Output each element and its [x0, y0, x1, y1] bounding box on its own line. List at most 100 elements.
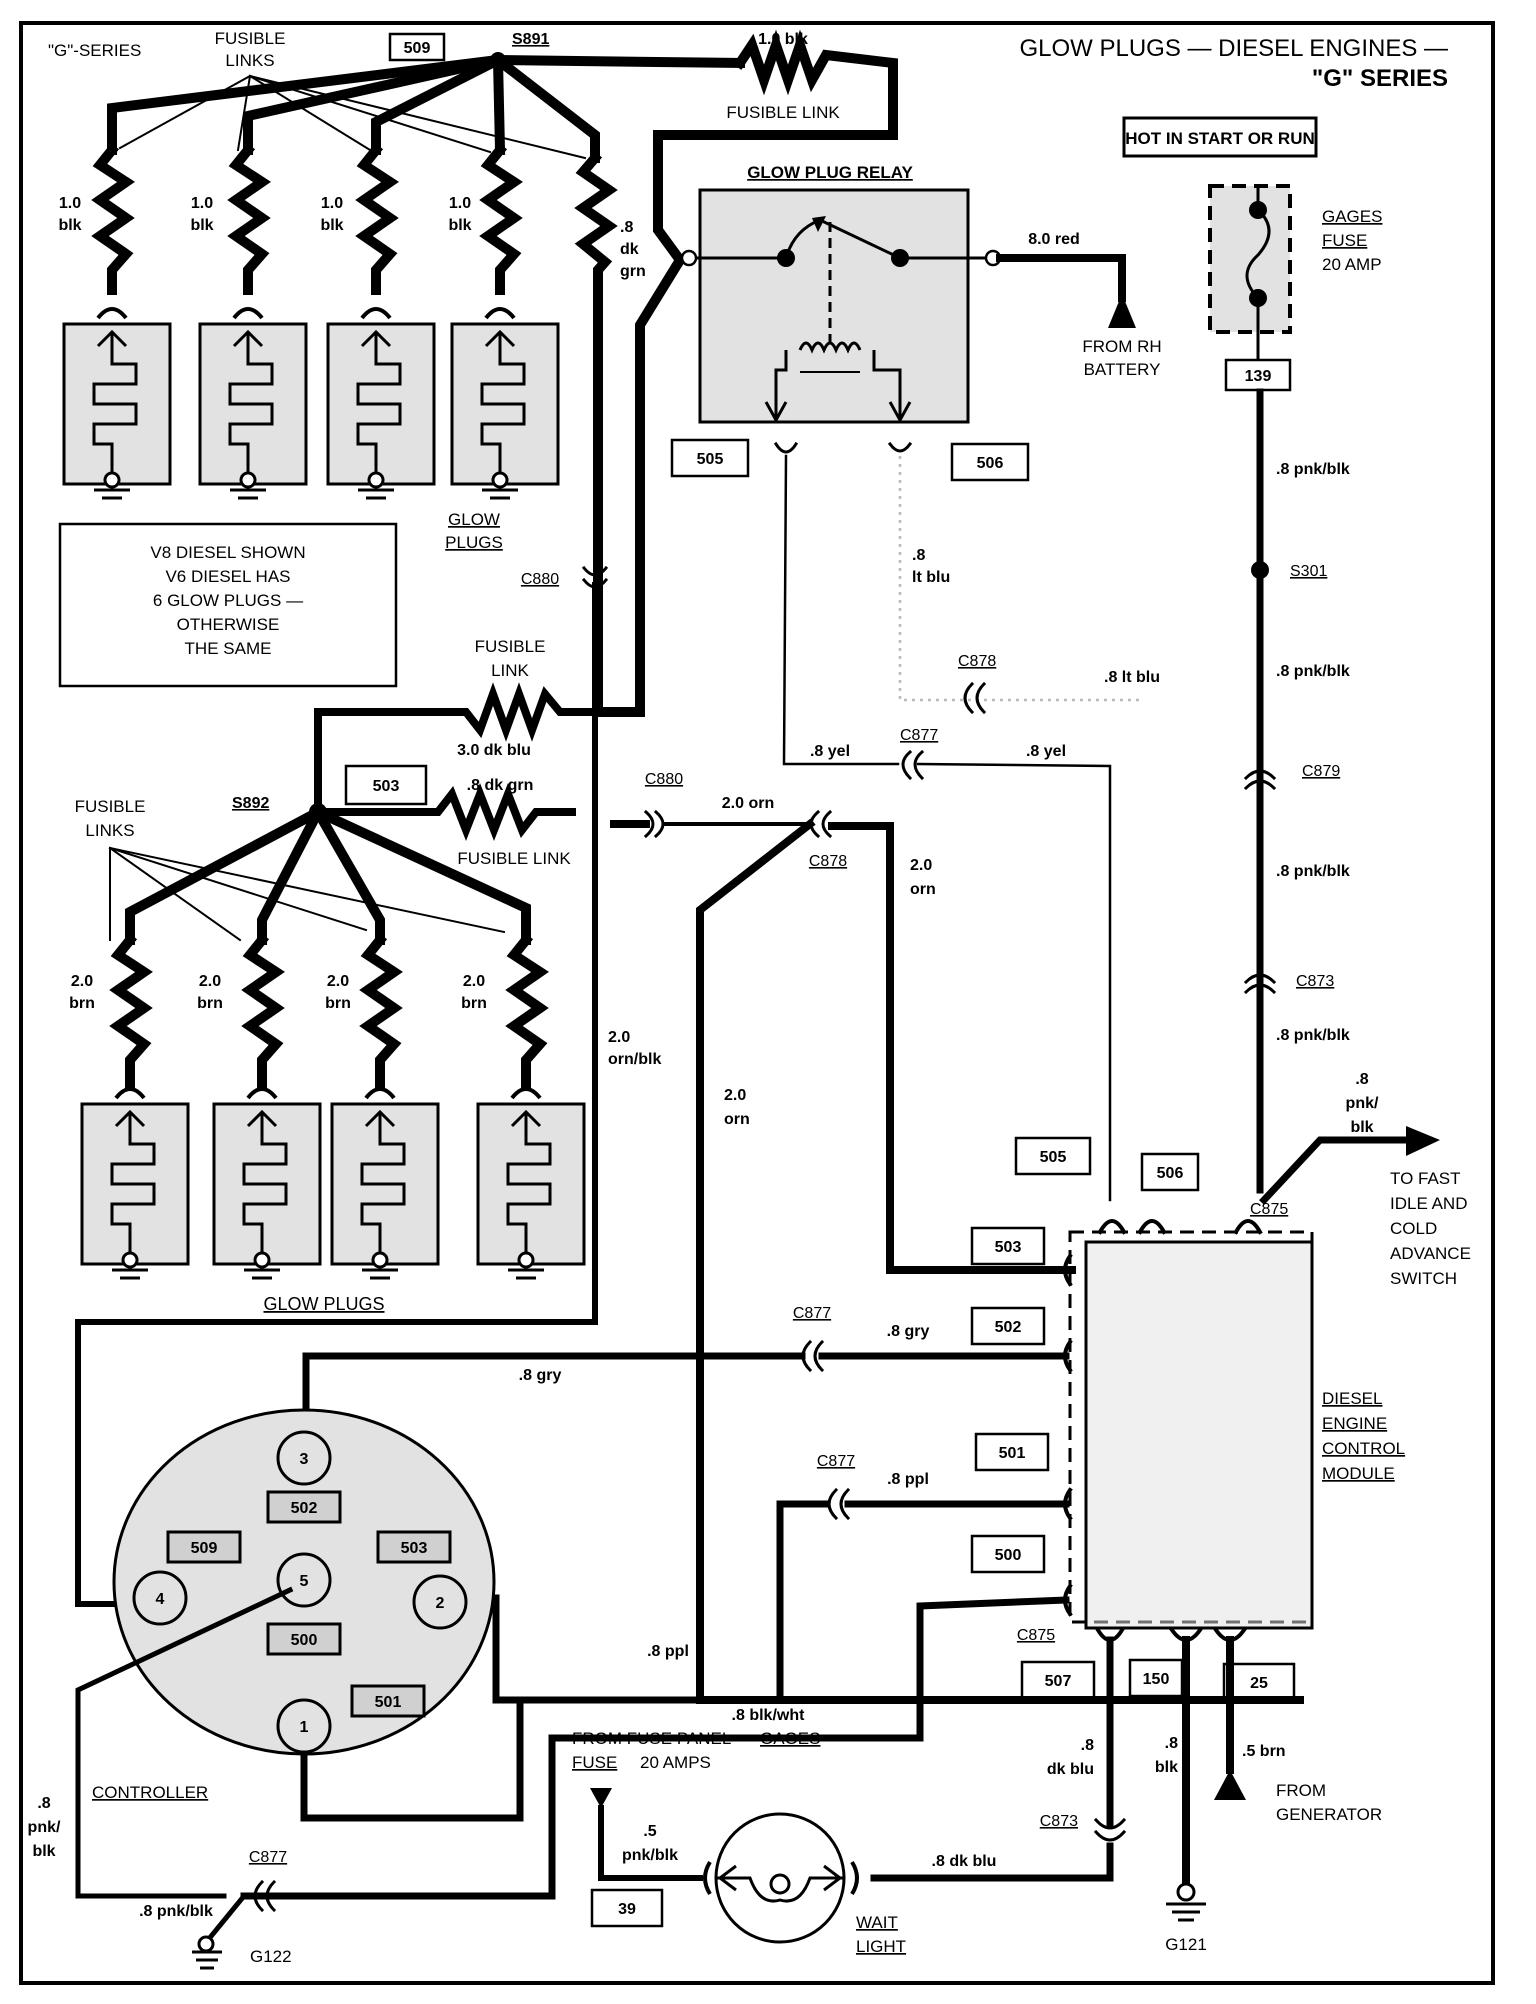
hot-in-start-run-box: HOT IN START OR RUN: [1122, 116, 1318, 158]
gages-fuse-label-2: FUSE: [1322, 231, 1367, 250]
note-box: V8 DIESEL SHOWN V6 DIESEL HAS 6 GLOW PLU…: [58, 522, 398, 688]
s891-branches: [107, 52, 746, 163]
wire-2-orn-label-b: 2.0: [910, 857, 932, 874]
svg-text:503: 503: [995, 1239, 1022, 1256]
svg-text:503: 503: [373, 778, 400, 795]
circuit-506-box-b: 506: [1140, 1152, 1200, 1192]
glow-plug: [326, 307, 436, 500]
svg-text:SWITCH: SWITCH: [1390, 1269, 1457, 1288]
svg-text:blk: blk: [190, 217, 213, 234]
circuit-502-box: 502: [970, 1306, 1046, 1346]
fusible-link-label-mid: FUSIBLE: [475, 637, 546, 656]
connector-c879: [1243, 769, 1277, 791]
glow-plug: [476, 1087, 586, 1280]
svg-text:1.0: 1.0: [321, 195, 343, 212]
pin-number: 5: [300, 1573, 309, 1590]
wire-pnk-blk-ctrl: [75, 1586, 294, 1899]
fusible-link-label-mid-2: LINK: [491, 661, 529, 680]
from-rh-battery: FROM RH: [1082, 337, 1161, 356]
generator-source-arrow: [1214, 1770, 1246, 1800]
svg-text:blk: blk: [1155, 1759, 1178, 1776]
svg-text:505: 505: [697, 451, 724, 468]
svg-text:.8: .8: [620, 219, 633, 236]
ground-g122-label: G122: [250, 1947, 292, 1966]
circuit-150-box: 150: [1128, 1658, 1184, 1698]
top-glow-plugs: [62, 307, 560, 500]
wire-orn-blk: [75, 582, 598, 1607]
arrow-to-fast-idle: [1406, 1126, 1440, 1156]
glow-plug: [212, 1087, 322, 1280]
wire-pnk-blk-g122-label: .8 pnk/blk: [139, 1903, 213, 1920]
svg-text:139: 139: [1245, 368, 1272, 385]
from-fuse-panel-label: FROM FUSE PANEL: [572, 1729, 731, 1748]
circuit-505-box-b: 505: [1014, 1136, 1092, 1176]
decm-label-3: CONTROL: [1322, 1439, 1405, 1458]
circuit-503-box-b: 503: [970, 1226, 1046, 1266]
gages-fuse-label: GAGES: [1322, 207, 1382, 226]
svg-text:150: 150: [1143, 1671, 1170, 1688]
wire-pnk-blk-label-3: .8 pnk/blk: [1276, 863, 1350, 880]
wire-8-blk-label: .8: [1165, 1735, 1178, 1752]
pin-circuit: 502: [291, 1500, 318, 1517]
wire-5-pnk-blk-label: .5: [643, 1823, 656, 1840]
connector-c877-a: [901, 749, 925, 781]
connector-c879-label: C879: [1302, 763, 1340, 780]
circuit-139-box: 139: [1224, 358, 1292, 392]
connector-c875-label-a: C875: [1250, 1201, 1288, 1218]
top-zigzags: [91, 142, 618, 717]
svg-text:ADVANCE: ADVANCE: [1390, 1244, 1471, 1263]
decm-bottom-terminals: [1095, 1627, 1247, 1642]
glow-plug: [450, 307, 560, 500]
svg-text:blk: blk: [32, 1843, 55, 1860]
wire-gry-label-a: .8 gry: [887, 1323, 930, 1340]
glow-plugs-top-label: GLOW: [448, 510, 500, 529]
from-generator-label: FROM: [1276, 1781, 1326, 1800]
from-fuse-panel-gages: GAGES: [760, 1729, 820, 1748]
glow-plug-relay-label: GLOW PLUG RELAY: [747, 163, 913, 182]
glow-plug: [62, 307, 172, 500]
fusible-link-pointers: [118, 74, 587, 160]
splice-s301: [1251, 561, 1269, 579]
circuit-505-box: 505: [670, 438, 750, 478]
pin-circuit: 503: [401, 1540, 428, 1557]
splice-s891-label: S891: [512, 31, 549, 48]
wire-ppl-label-a: .8 ppl: [887, 1471, 929, 1488]
fusible-link-label-top: FUSIBLE LINK: [726, 103, 840, 122]
controller-label: CONTROLLER: [92, 1783, 208, 1802]
pin-circuit: 501: [375, 1694, 402, 1711]
connector-c878-label-b: C878: [809, 853, 847, 870]
ground-g121-label: G121: [1165, 1935, 1207, 1954]
circuit-503-box-a: 503: [344, 764, 428, 806]
connector-c873-b: [1093, 1817, 1127, 1842]
glow-plugs-bottom-label: GLOW PLUGS: [263, 1294, 384, 1314]
wire-pnk-blk-label-5: .8: [1355, 1071, 1368, 1088]
wire-red-label: 8.0 red: [1028, 231, 1080, 248]
svg-text:COLD: COLD: [1390, 1219, 1437, 1238]
from-generator-label-2: GENERATOR: [1276, 1805, 1382, 1824]
gages-fuse: [1208, 184, 1292, 360]
wire-5-pnk-blk: [598, 1805, 703, 1881]
pin-circuit: 500: [291, 1632, 318, 1649]
lower-wire-labels: 2.0 brn 2.0 brn 2.0 brn 2.0 brn: [69, 973, 487, 1012]
circuit-500-box: 500: [970, 1534, 1046, 1574]
svg-text:39: 39: [618, 1901, 636, 1918]
circuit-501-box: 501: [974, 1432, 1050, 1472]
from-fuse-panel-rating: 20 AMPS: [640, 1753, 711, 1772]
wire-8-red: [996, 254, 1126, 302]
svg-text:2.0: 2.0: [199, 973, 221, 990]
svg-text:brn: brn: [461, 995, 487, 1012]
fusible-links-label-2: LINKS: [225, 51, 274, 70]
svg-text:pnk/: pnk/: [1346, 1095, 1379, 1112]
svg-text:HOT IN START OR RUN: HOT IN START OR RUN: [1125, 129, 1315, 148]
svg-text:1.0: 1.0: [59, 195, 81, 212]
from-rh-battery-2: BATTERY: [1084, 360, 1161, 379]
wire-3-dk-blu-label: 3.0 dk blu: [457, 742, 531, 759]
wire-yel-label-a: .8 yel: [810, 743, 850, 760]
svg-text:pnk/: pnk/: [28, 1819, 61, 1836]
pin-number: 3: [300, 1451, 309, 1468]
svg-text:blk: blk: [448, 217, 471, 234]
svg-text:V6 DIESEL HAS: V6 DIESEL HAS: [165, 567, 290, 586]
connector-c880-b: [643, 809, 665, 839]
